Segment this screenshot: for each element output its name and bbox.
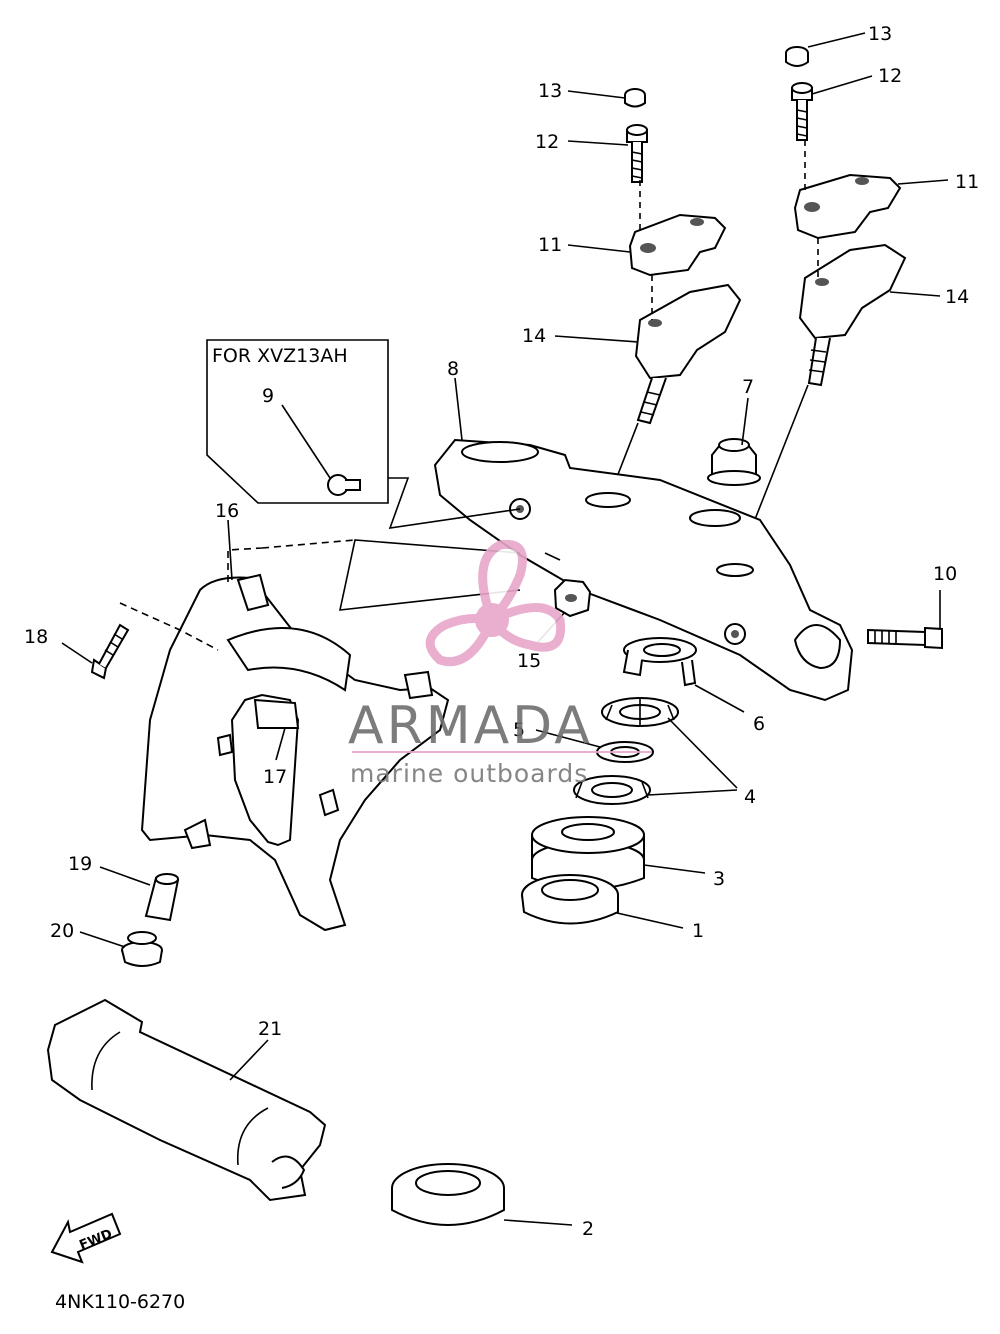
note-box-label: FOR XVZ13AH [212,345,348,367]
callout-20: 20 [50,920,74,942]
cover-16 [140,573,450,932]
bolt-10 [867,626,943,650]
note-box: FOR XVZ13AH [206,339,389,504]
callout-6: 6 [753,713,765,735]
washer-6 [622,637,697,687]
drawing-code: 4NK110-6270 [55,1291,185,1313]
callout-15: 15 [517,650,541,672]
callout-7: 7 [742,376,754,398]
ring-nut-4-lower [573,775,651,805]
lower-holder-14-left [634,283,742,425]
grommet-20 [121,931,163,967]
callout-14-left: 14 [522,325,546,347]
cover-21 [46,998,327,1202]
callout-14-right: 14 [945,286,969,308]
callout-1: 1 [692,920,704,942]
callout-17: 17 [263,766,287,788]
fwd-arrow: FWD [50,1212,122,1264]
callout-18: 18 [24,626,48,648]
callout-21: 21 [258,1018,282,1040]
callout-5: 5 [513,719,525,741]
upper-holder-11-left [628,213,727,277]
bolt-9 [327,474,361,496]
bolt-12-left [626,124,648,183]
watermark-brand: ARMADA [348,696,593,756]
callout-19: 19 [68,853,92,875]
propeller-logo-icon [425,539,566,666]
callout-16: 16 [215,500,239,522]
watermark: ARMADA marine outboards [348,539,652,788]
callout-12-left: 12 [535,131,559,153]
callout-2: 2 [582,1218,594,1240]
upper-holder-11-right [793,173,902,240]
callout-10: 10 [933,563,957,585]
callout-labels: 13 12 11 14 13 12 11 14 8 7 9 16 10 18 1… [24,23,979,1240]
callout-8: 8 [447,358,459,380]
lower-holder-14-right [798,243,907,387]
leader-lines [61,32,949,1226]
nut-15 [553,578,592,618]
cap-13-left [624,88,646,108]
collar-19 [144,873,180,922]
bolt-12-right [791,82,813,141]
cap-nut-7 [707,438,761,486]
callout-4: 4 [744,786,756,808]
callout-11-left: 11 [538,234,562,256]
callout-9: 9 [262,385,274,407]
callout-13-right: 13 [868,23,892,45]
cap-13-right [785,46,809,67]
callout-11-right: 11 [955,171,979,193]
callout-3: 3 [713,868,725,890]
callout-12-right: 12 [878,65,902,87]
watermark-tagline: marine outboards [350,759,588,788]
ring-nut-4-upper [601,697,679,727]
bolt-18 [90,623,130,680]
bearing-2 [391,1163,505,1226]
callout-13-left: 13 [538,80,562,102]
bearing-1 [521,874,619,925]
